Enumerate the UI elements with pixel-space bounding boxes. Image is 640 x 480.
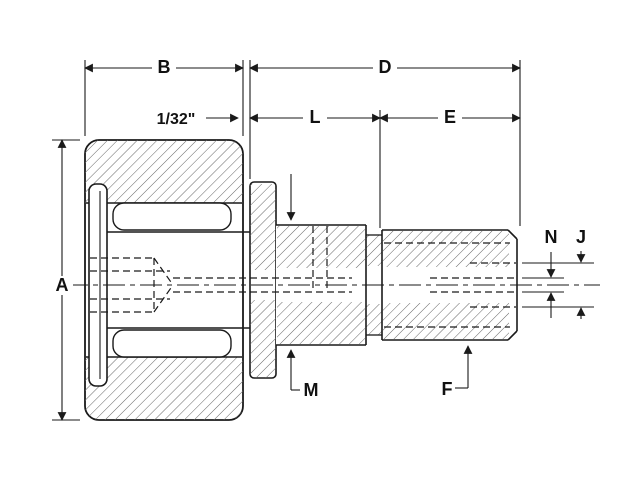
dim-label-f: F bbox=[442, 379, 453, 399]
dim-label-j: J bbox=[576, 227, 586, 247]
dim-label-d: D bbox=[379, 57, 392, 77]
needle-roller-top bbox=[112, 202, 232, 231]
dim-label-n: N bbox=[545, 227, 558, 247]
stud-core bbox=[107, 231, 250, 329]
extension-lines bbox=[52, 60, 594, 421]
hidden-detail-lines bbox=[90, 226, 516, 328]
dim-label-a: A bbox=[56, 275, 69, 295]
dim-label-e: E bbox=[444, 107, 456, 127]
dim-label-m: M bbox=[304, 380, 319, 400]
flange bbox=[249, 181, 277, 379]
roller-ring bbox=[84, 139, 244, 421]
needle-roller-bottom bbox=[112, 329, 232, 358]
dimension-labels: B D L E A 1/32" N J M F bbox=[51, 57, 586, 400]
dim-label-gap: 1/32" bbox=[157, 111, 196, 128]
dim-label-l: L bbox=[310, 107, 321, 127]
dim-label-b: B bbox=[158, 57, 171, 77]
